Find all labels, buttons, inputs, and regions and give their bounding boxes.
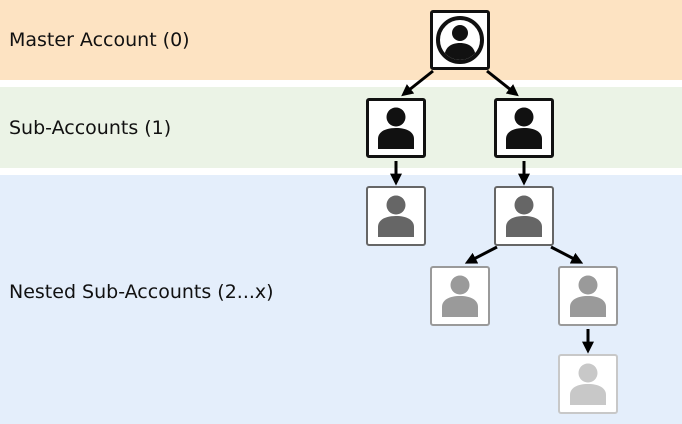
user-circle-icon [436, 16, 484, 64]
account-node-nested-right [494, 186, 554, 246]
account-node-master [430, 10, 490, 70]
user-icon [378, 107, 414, 149]
account-node-sub-right [494, 98, 554, 158]
user-icon [378, 195, 414, 237]
account-node-nested-left [366, 186, 426, 246]
sub-accounts-label: Sub-Accounts (1) [9, 117, 172, 139]
account-node-nested-right-right [558, 266, 618, 326]
user-icon [570, 275, 606, 317]
account-node-sub-left [366, 98, 426, 158]
account-node-nested-deep [558, 354, 618, 414]
sub-accounts-band: Sub-Accounts (1) [0, 87, 682, 168]
user-icon [442, 275, 478, 317]
account-node-nested-right-left [430, 266, 490, 326]
master-account-band: Master Account (0) [0, 0, 682, 80]
master-account-label: Master Account (0) [9, 29, 190, 51]
nested-sub-accounts-label: Nested Sub-Accounts (2...x) [9, 281, 274, 303]
user-icon [506, 195, 542, 237]
user-icon [570, 363, 606, 405]
user-icon [506, 107, 542, 149]
